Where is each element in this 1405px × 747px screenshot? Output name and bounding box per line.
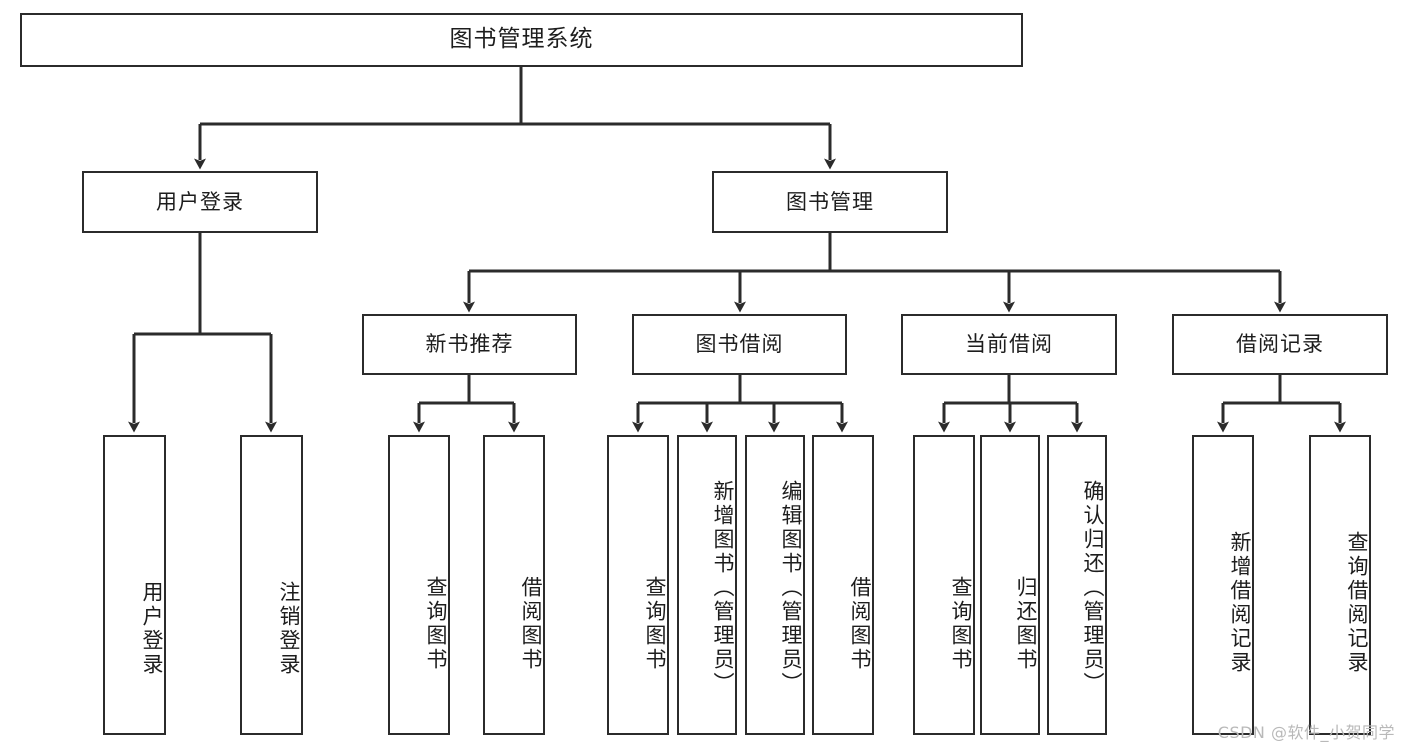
node-label: 借阅记录 <box>1236 332 1324 357</box>
node-leaf-borrow-book-2[interactable]: 借阅图书 <box>812 435 874 735</box>
node-leaf-edit-book[interactable]: 编辑图书（管理员） <box>745 435 805 735</box>
node-leaf-return-book[interactable]: 归还图书 <box>980 435 1040 735</box>
csdn-watermark: CSDN @软件_小贺同学 <box>1217 723 1395 742</box>
node-label: 当前借阅 <box>965 332 1053 357</box>
node-label: 新增图书（管理员） <box>711 480 735 696</box>
node-label: 查询图书 <box>949 576 973 672</box>
node-label: 用户登录 <box>140 581 164 677</box>
node-label: 图书管理 <box>786 189 874 214</box>
node-current-borrow[interactable]: 当前借阅 <box>901 314 1117 375</box>
node-label: 新增借阅记录 <box>1228 531 1252 675</box>
node-label: 图书借阅 <box>695 332 784 357</box>
node-label: 查询图书 <box>424 576 448 672</box>
node-leaf-query-book-3[interactable]: 查询图书 <box>913 435 975 735</box>
node-leaf-confirm-return[interactable]: 确认归还（管理员） <box>1047 435 1107 735</box>
node-borrow-record[interactable]: 借阅记录 <box>1172 314 1388 375</box>
node-label: 用户登录 <box>156 189 244 214</box>
node-leaf-query-record[interactable]: 查询借阅记录 <box>1309 435 1371 735</box>
node-label: 编辑图书（管理员） <box>779 480 803 696</box>
node-book-borrow[interactable]: 图书借阅 <box>632 314 847 375</box>
node-label: 借阅图书 <box>848 576 872 672</box>
node-new-book-recommend[interactable]: 新书推荐 <box>362 314 577 375</box>
node-leaf-user-login[interactable]: 用户登录 <box>103 435 166 735</box>
node-user-login[interactable]: 用户登录 <box>82 171 318 233</box>
node-leaf-add-record[interactable]: 新增借阅记录 <box>1192 435 1254 735</box>
node-leaf-query-book-1[interactable]: 查询图书 <box>388 435 450 735</box>
node-label: 确认归还（管理员） <box>1081 480 1105 696</box>
node-label: 查询图书 <box>643 576 667 672</box>
node-label: 新书推荐 <box>425 332 514 357</box>
node-leaf-logout-login[interactable]: 注销登录 <box>240 435 303 735</box>
node-label: 查询借阅记录 <box>1345 531 1369 675</box>
node-label: 注销登录 <box>277 581 301 677</box>
node-leaf-add-book[interactable]: 新增图书（管理员） <box>677 435 737 735</box>
node-label: 图书管理系统 <box>449 26 594 53</box>
node-leaf-borrow-book-1[interactable]: 借阅图书 <box>483 435 545 735</box>
node-root-system[interactable]: 图书管理系统 <box>20 13 1023 67</box>
node-label: 借阅图书 <box>519 576 543 672</box>
node-label: 归还图书 <box>1014 576 1038 672</box>
node-book-manage[interactable]: 图书管理 <box>712 171 948 233</box>
node-leaf-query-book-2[interactable]: 查询图书 <box>607 435 669 735</box>
